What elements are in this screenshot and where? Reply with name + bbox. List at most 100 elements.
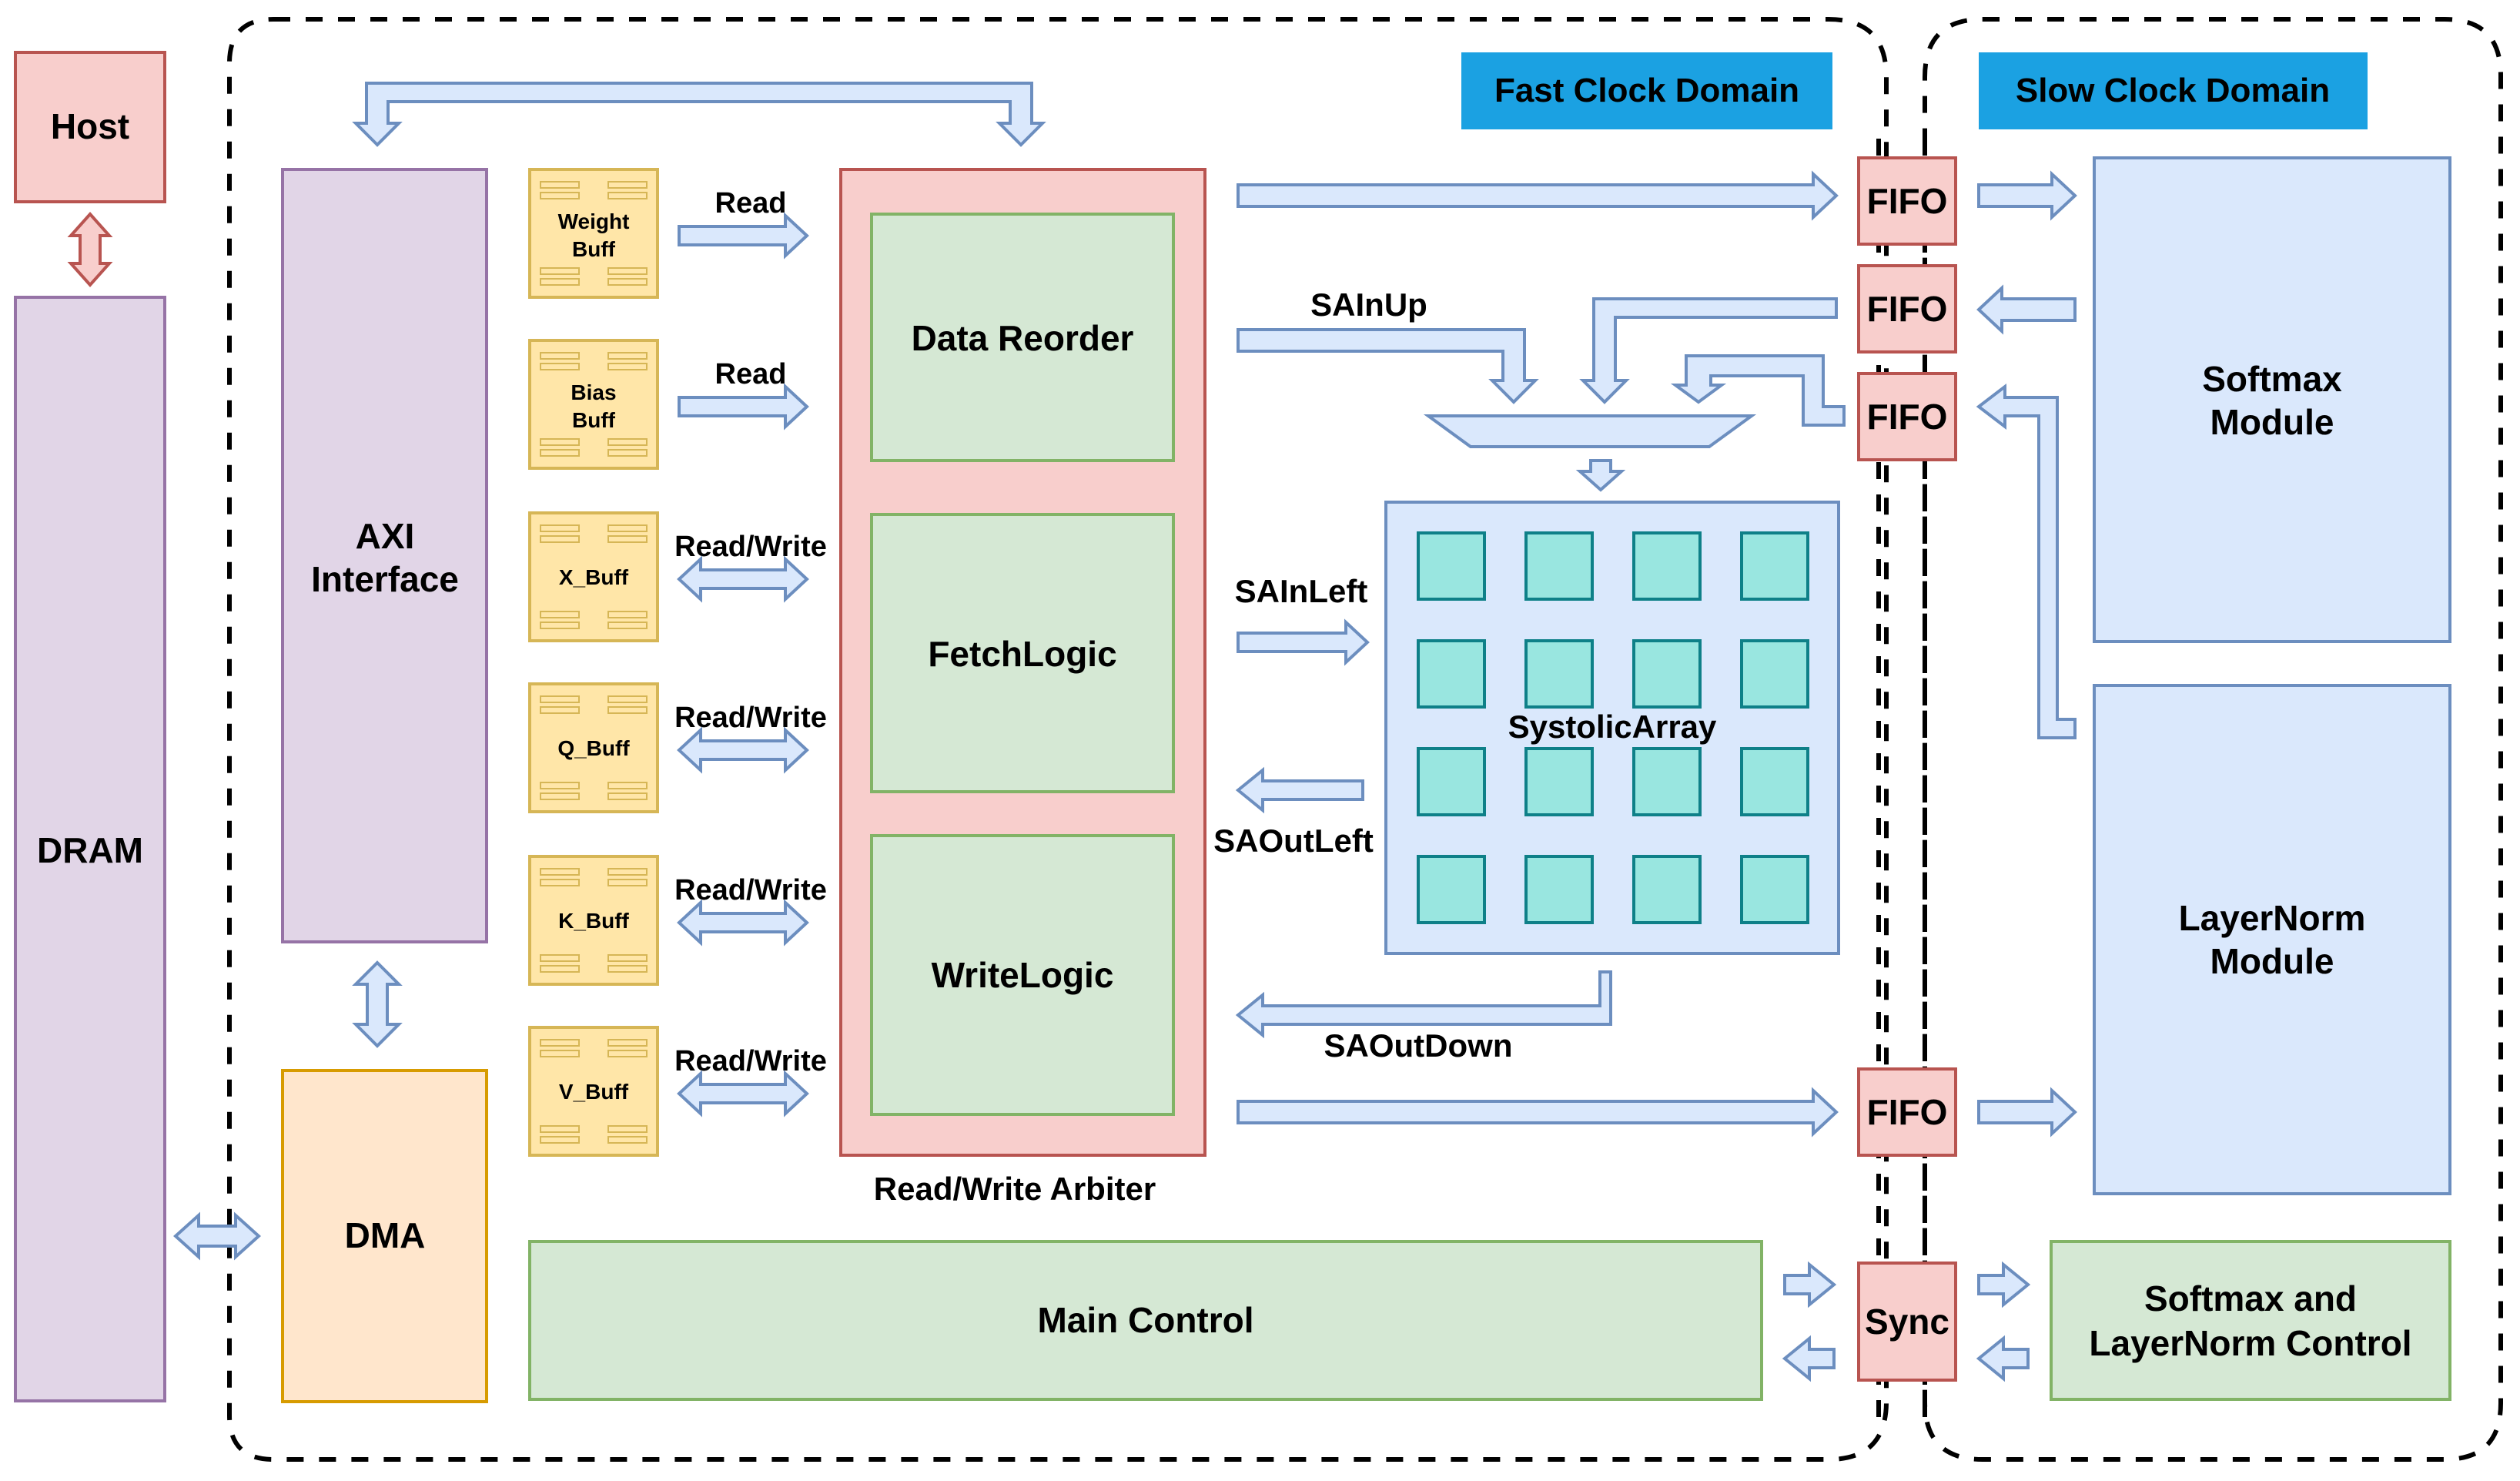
buffer-box bbox=[528, 511, 659, 642]
processing-element bbox=[1632, 639, 1702, 709]
buffer-stripe bbox=[607, 868, 648, 876]
buffer-access-label: Read/Write bbox=[674, 702, 827, 734]
buffer-stripe bbox=[607, 449, 648, 457]
processing-element bbox=[1740, 747, 1809, 816]
buffer-stripe bbox=[607, 1050, 648, 1057]
axi-dma-arrow bbox=[352, 960, 403, 1048]
main-control-label: Main Control bbox=[1037, 1300, 1253, 1340]
buffer-stripe bbox=[607, 622, 648, 629]
sa-in-up-label: SAInUp bbox=[1310, 286, 1427, 323]
buffer-stripe bbox=[607, 954, 648, 962]
buffer-stripe bbox=[540, 438, 580, 446]
buffer-stripe bbox=[607, 1136, 648, 1144]
buffer-arrow bbox=[677, 555, 809, 603]
buffer-stripe bbox=[607, 1039, 648, 1047]
smln-control-line1: Softmax and bbox=[2144, 1278, 2357, 1318]
buffer-stripe bbox=[540, 1039, 580, 1047]
buffer-box bbox=[528, 168, 659, 299]
mux-sa-arrow bbox=[1575, 459, 1626, 492]
processing-element bbox=[1417, 855, 1486, 924]
pe-grid bbox=[1417, 531, 1809, 924]
sa-in-left-label: SAInLeft bbox=[1235, 573, 1368, 609]
buffer-stripe bbox=[540, 695, 580, 703]
buffer-stripe bbox=[607, 879, 648, 886]
fifo-2 bbox=[1857, 264, 1957, 353]
buffer-stripe bbox=[540, 868, 580, 876]
sync-ctrl-arrow-right bbox=[1977, 1261, 2031, 1308]
fast-clock-domain-boundary bbox=[227, 17, 1889, 1462]
processing-element bbox=[1632, 747, 1702, 816]
buffers-group: WeightBuffReadBiasBuffReadX_BuffRead/Wri… bbox=[528, 168, 827, 1157]
buffer-stripe bbox=[540, 267, 580, 275]
buffer-label-line2: Buff bbox=[572, 408, 616, 432]
buffer-stripe bbox=[607, 706, 648, 714]
buffer-stripe bbox=[540, 879, 580, 886]
processing-element bbox=[1417, 747, 1486, 816]
buffer-stripe bbox=[607, 181, 648, 189]
dram-block bbox=[14, 296, 166, 1402]
fetch-logic-block bbox=[870, 513, 1175, 793]
ctrl-sync-arrow-left bbox=[1976, 1335, 2030, 1382]
fifo-3-label: FIFO bbox=[1867, 397, 1948, 437]
fetch-logic-label: FetchLogic bbox=[928, 634, 1116, 674]
axi-label-line1: AXI bbox=[356, 516, 415, 556]
buffer-stripe bbox=[540, 792, 580, 800]
fifo4-layernorm-arrow bbox=[1977, 1087, 2077, 1138]
buffer-stripe bbox=[607, 695, 648, 703]
processing-element bbox=[1740, 855, 1809, 924]
buffer-stripe bbox=[540, 1136, 580, 1144]
processing-element bbox=[1417, 639, 1486, 709]
dma-label: DMA bbox=[345, 1215, 426, 1255]
buffer-stripe bbox=[607, 352, 648, 360]
smln-control-line2: LayerNorm Control bbox=[2089, 1323, 2411, 1363]
buffer-stripe bbox=[540, 535, 580, 543]
softmax-module-block bbox=[2093, 156, 2451, 643]
axi-interface-block bbox=[281, 168, 488, 943]
buffer-stripe bbox=[607, 535, 648, 543]
main-control-block bbox=[528, 1240, 1763, 1401]
softmax-fifo2-arrow bbox=[1976, 284, 2077, 335]
processing-element bbox=[1417, 531, 1486, 601]
buffer-access-label: Read/Write bbox=[674, 874, 827, 906]
fifo-4 bbox=[1857, 1067, 1957, 1157]
write-logic-label: WriteLogic bbox=[932, 955, 1114, 995]
processing-element bbox=[1524, 639, 1594, 709]
processing-element bbox=[1632, 531, 1702, 601]
buffer-box bbox=[528, 339, 659, 470]
buffer-stripe bbox=[607, 1125, 648, 1133]
buffer-access-label: Read bbox=[715, 358, 787, 390]
write-logic-block bbox=[870, 834, 1175, 1116]
data-reorder-label: Data Reorder bbox=[912, 318, 1134, 358]
layernorm-module-line1: LayerNorm bbox=[2179, 898, 2366, 938]
layernorm-module-block bbox=[2093, 684, 2451, 1195]
buffer-stripe bbox=[607, 192, 648, 199]
buffer-label: V_Buff bbox=[559, 1080, 629, 1104]
slow-domain-label: Slow Clock Domain bbox=[2016, 72, 2330, 109]
buffer-arrow bbox=[678, 383, 809, 431]
buffer-stripe bbox=[607, 267, 648, 275]
fifo-2-label: FIFO bbox=[1867, 289, 1948, 329]
dram-dma-arrow bbox=[173, 1211, 261, 1261]
host-dram-arrow bbox=[67, 211, 113, 288]
arbiter-fifo4-arrow bbox=[1237, 1087, 1839, 1138]
layernorm-fifo3-arrow bbox=[1976, 383, 2077, 739]
sync-block bbox=[1857, 1262, 1957, 1382]
buffer-stripe bbox=[540, 192, 580, 199]
softmax-module-line2: Module bbox=[2210, 402, 2334, 442]
buffer-label-line2: Buff bbox=[572, 237, 616, 261]
sa-input-mux bbox=[1423, 414, 1757, 448]
buffer-arrow bbox=[677, 1070, 809, 1117]
buffer-stripe bbox=[540, 278, 580, 286]
rw-arbiter-label: Read/Write Arbiter bbox=[874, 1171, 1156, 1207]
fifo-4-label: FIFO bbox=[1867, 1092, 1948, 1132]
processing-element bbox=[1524, 747, 1594, 816]
buffer-stripe bbox=[540, 706, 580, 714]
data-reorder-block bbox=[870, 213, 1175, 462]
buffer-box bbox=[528, 1026, 659, 1157]
buffer-stripe bbox=[540, 1050, 580, 1057]
